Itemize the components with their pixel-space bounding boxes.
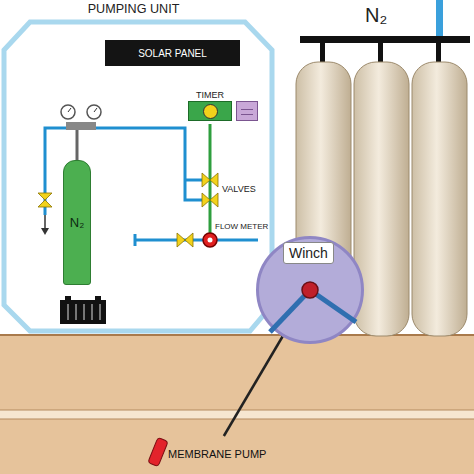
valve-symbol [177,233,185,247]
flow-meter-symbol [203,233,217,247]
timer-display [236,101,258,121]
flow-meter-core [208,238,213,243]
label: MEMBRANE PUMP [168,436,266,460]
timer-dial-panel [188,101,232,121]
layer-line [0,419,474,420]
valve-symbol [202,193,210,207]
pressure-gauge [61,105,75,119]
part-label: FLOW METER [214,222,269,231]
battery-terminal [95,296,101,300]
battery-terminal [65,296,71,300]
flow-line [135,239,258,242]
tether-hose [224,337,283,436]
battery-cell [76,304,77,320]
gas-cylinder [412,62,467,336]
timer-box: TIMER [188,89,260,125]
manifold-stub [378,36,383,64]
battery-cell [100,304,101,320]
flow-meter [203,233,217,247]
solar-panel: SOLAR PANEL [105,40,240,66]
valve-symbol [38,193,52,200]
gauge-needle [94,108,97,112]
regulator-body [66,122,96,130]
battery-cell [84,304,85,320]
membrane-pump: MEMBRANE PUMP [150,436,280,466]
winch-circle: Winch [256,236,364,344]
soil-surface [0,334,474,336]
winch-hub [302,282,318,298]
pump-body [147,437,169,467]
gas-pipe [436,0,443,42]
gas-label: N₂ [364,4,388,27]
valve-symbol [210,193,218,207]
label: SOLAR PANEL [138,48,207,59]
part-label: VALVES [221,184,257,194]
valve-symbol [210,173,218,187]
valve-symbol [202,173,210,187]
gas-line [185,179,203,182]
manifold-stub [436,36,441,64]
enclosure-octagon: PUMPING UNIT SOLAR PANEL TIMER N₂ [0,0,277,336]
valve-symbol [38,200,52,207]
manifold [300,36,470,43]
battery [60,296,106,324]
battery-body [60,300,106,324]
ground [0,335,474,474]
timer-dial [203,104,218,119]
layer-line [0,410,474,411]
regulators [61,105,101,130]
pressure-gauge [87,105,101,119]
octagon-border [4,22,272,331]
soil [0,335,474,474]
label: Winch [283,242,334,264]
label: N₂ [70,215,84,230]
battery-cell [92,304,93,320]
timer-body [188,101,260,121]
label: PUMPING UNIT [0,0,277,16]
gas-cylinder: N₂ [63,160,91,285]
label: TIMER [188,89,232,101]
vent-arrow [41,228,49,235]
cylinder-neck [76,128,79,162]
gauge-needle [68,108,71,112]
valve-symbol [185,233,193,247]
manifold-stub [320,36,325,64]
tee [134,234,137,246]
battery-cell [68,304,69,320]
vent-line [44,215,46,228]
